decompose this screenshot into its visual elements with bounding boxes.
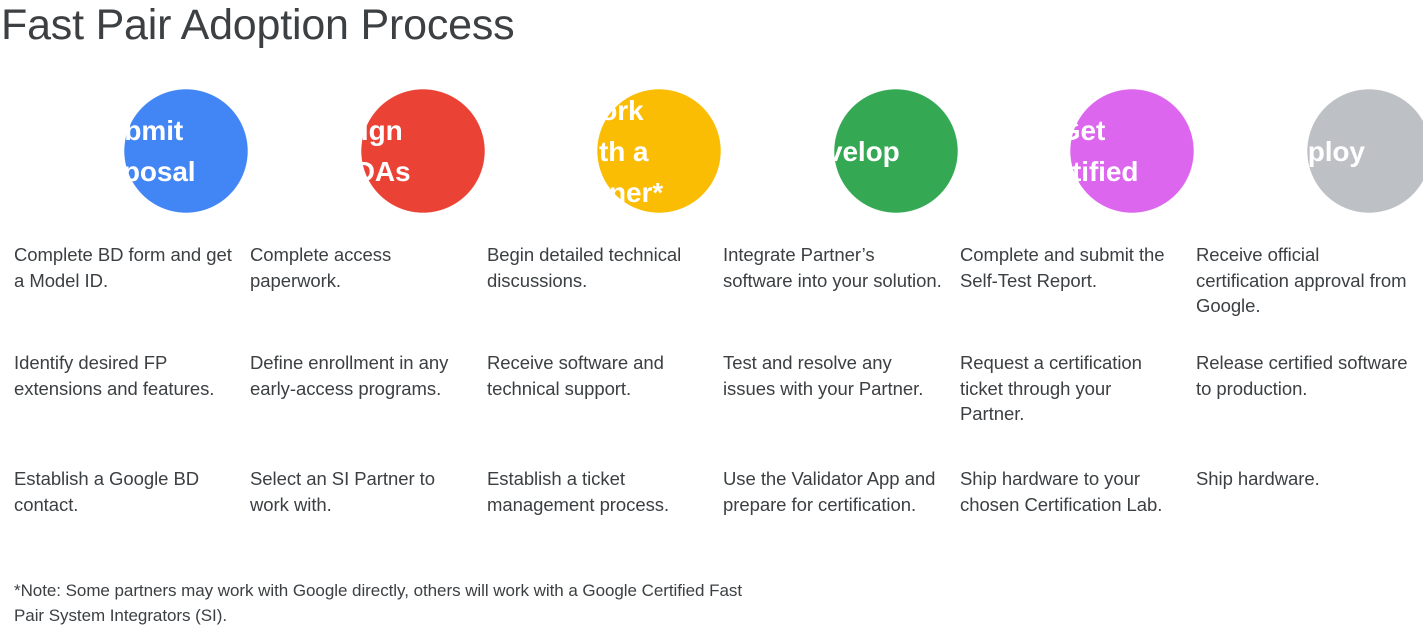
stage-detail-item: Ship hardware. <box>1196 468 1320 489</box>
stage-banner-shape <box>709 89 958 213</box>
stage-banner-label: Work with a Partner* <box>554 94 664 208</box>
stage-detail-item: Complete and submit the Self-Test Report… <box>960 244 1165 291</box>
stage-banner-shape <box>0 89 248 213</box>
stage-banner-label: Get Certified <box>1025 115 1139 187</box>
stage-banner-6[interactable]: Deploy <box>1182 89 1423 213</box>
stage-banner-label: Sign NDAs <box>334 115 411 187</box>
stage-banner-shape <box>946 89 1194 213</box>
stage-detail-item: Define enrollment in any early-access pr… <box>250 352 449 399</box>
stage-detail-item: Identify desired FP extensions and featu… <box>14 352 215 399</box>
stage-detail-item: Select an SI Partner to work with. <box>250 468 435 515</box>
stage-details-grid: Complete BD form and get a Model ID. Iden… <box>0 240 1423 570</box>
stage-detail-item: Use the Validator App and prepare for ce… <box>723 468 936 515</box>
stage-detail-item: Receive official certification approval … <box>1196 244 1407 316</box>
stage-banner-label: Submit Proposal <box>76 115 196 187</box>
stage-detail-item: Establish a ticket management process. <box>487 468 670 515</box>
process-stage-banners: Submit Proposal Sign NDAs Work with a Part… <box>0 89 1423 213</box>
stage-banner-1[interactable]: Submit Proposal <box>0 89 248 213</box>
stage-banner-label: Develop <box>791 135 900 167</box>
stage-banner-3[interactable]: Work with a Partner* <box>473 89 721 213</box>
stage-detail-item: Test and resolve any issues with your Pa… <box>723 352 924 399</box>
stage-banner-4[interactable]: Develop <box>709 89 958 213</box>
stage-banner-label: Deploy <box>1272 135 1365 167</box>
stage-detail-item: Begin detailed technical discussions. <box>487 244 682 291</box>
footnote-note: *Note: Some partners may work with Googl… <box>14 581 743 625</box>
stage-banner-shape <box>1182 89 1423 213</box>
stage-banner-shape <box>473 89 721 213</box>
stage-detail-item: Complete access paperwork. <box>250 244 392 291</box>
stage-banner-2[interactable]: Sign NDAs <box>236 89 485 213</box>
stage-banner-5[interactable]: Get Certified <box>946 89 1194 213</box>
page-title: Fast Pair Adoption Process <box>1 1 515 49</box>
stage-detail-item: Integrate Partner’s software into your s… <box>723 244 942 291</box>
stage-detail-item: Release certified software to production… <box>1196 352 1408 399</box>
stage-banner-shape <box>236 89 485 213</box>
stage-detail-item: Ship hardware to your chosen Certificati… <box>960 468 1163 515</box>
stage-detail-item: Establish a Google BD contact. <box>14 468 200 515</box>
stage-detail-item: Request a certification ticket through y… <box>960 352 1142 424</box>
stage-detail-item: Complete BD form and get a Model ID. <box>14 244 232 291</box>
stage-detail-item: Receive software and technical support. <box>487 352 664 399</box>
